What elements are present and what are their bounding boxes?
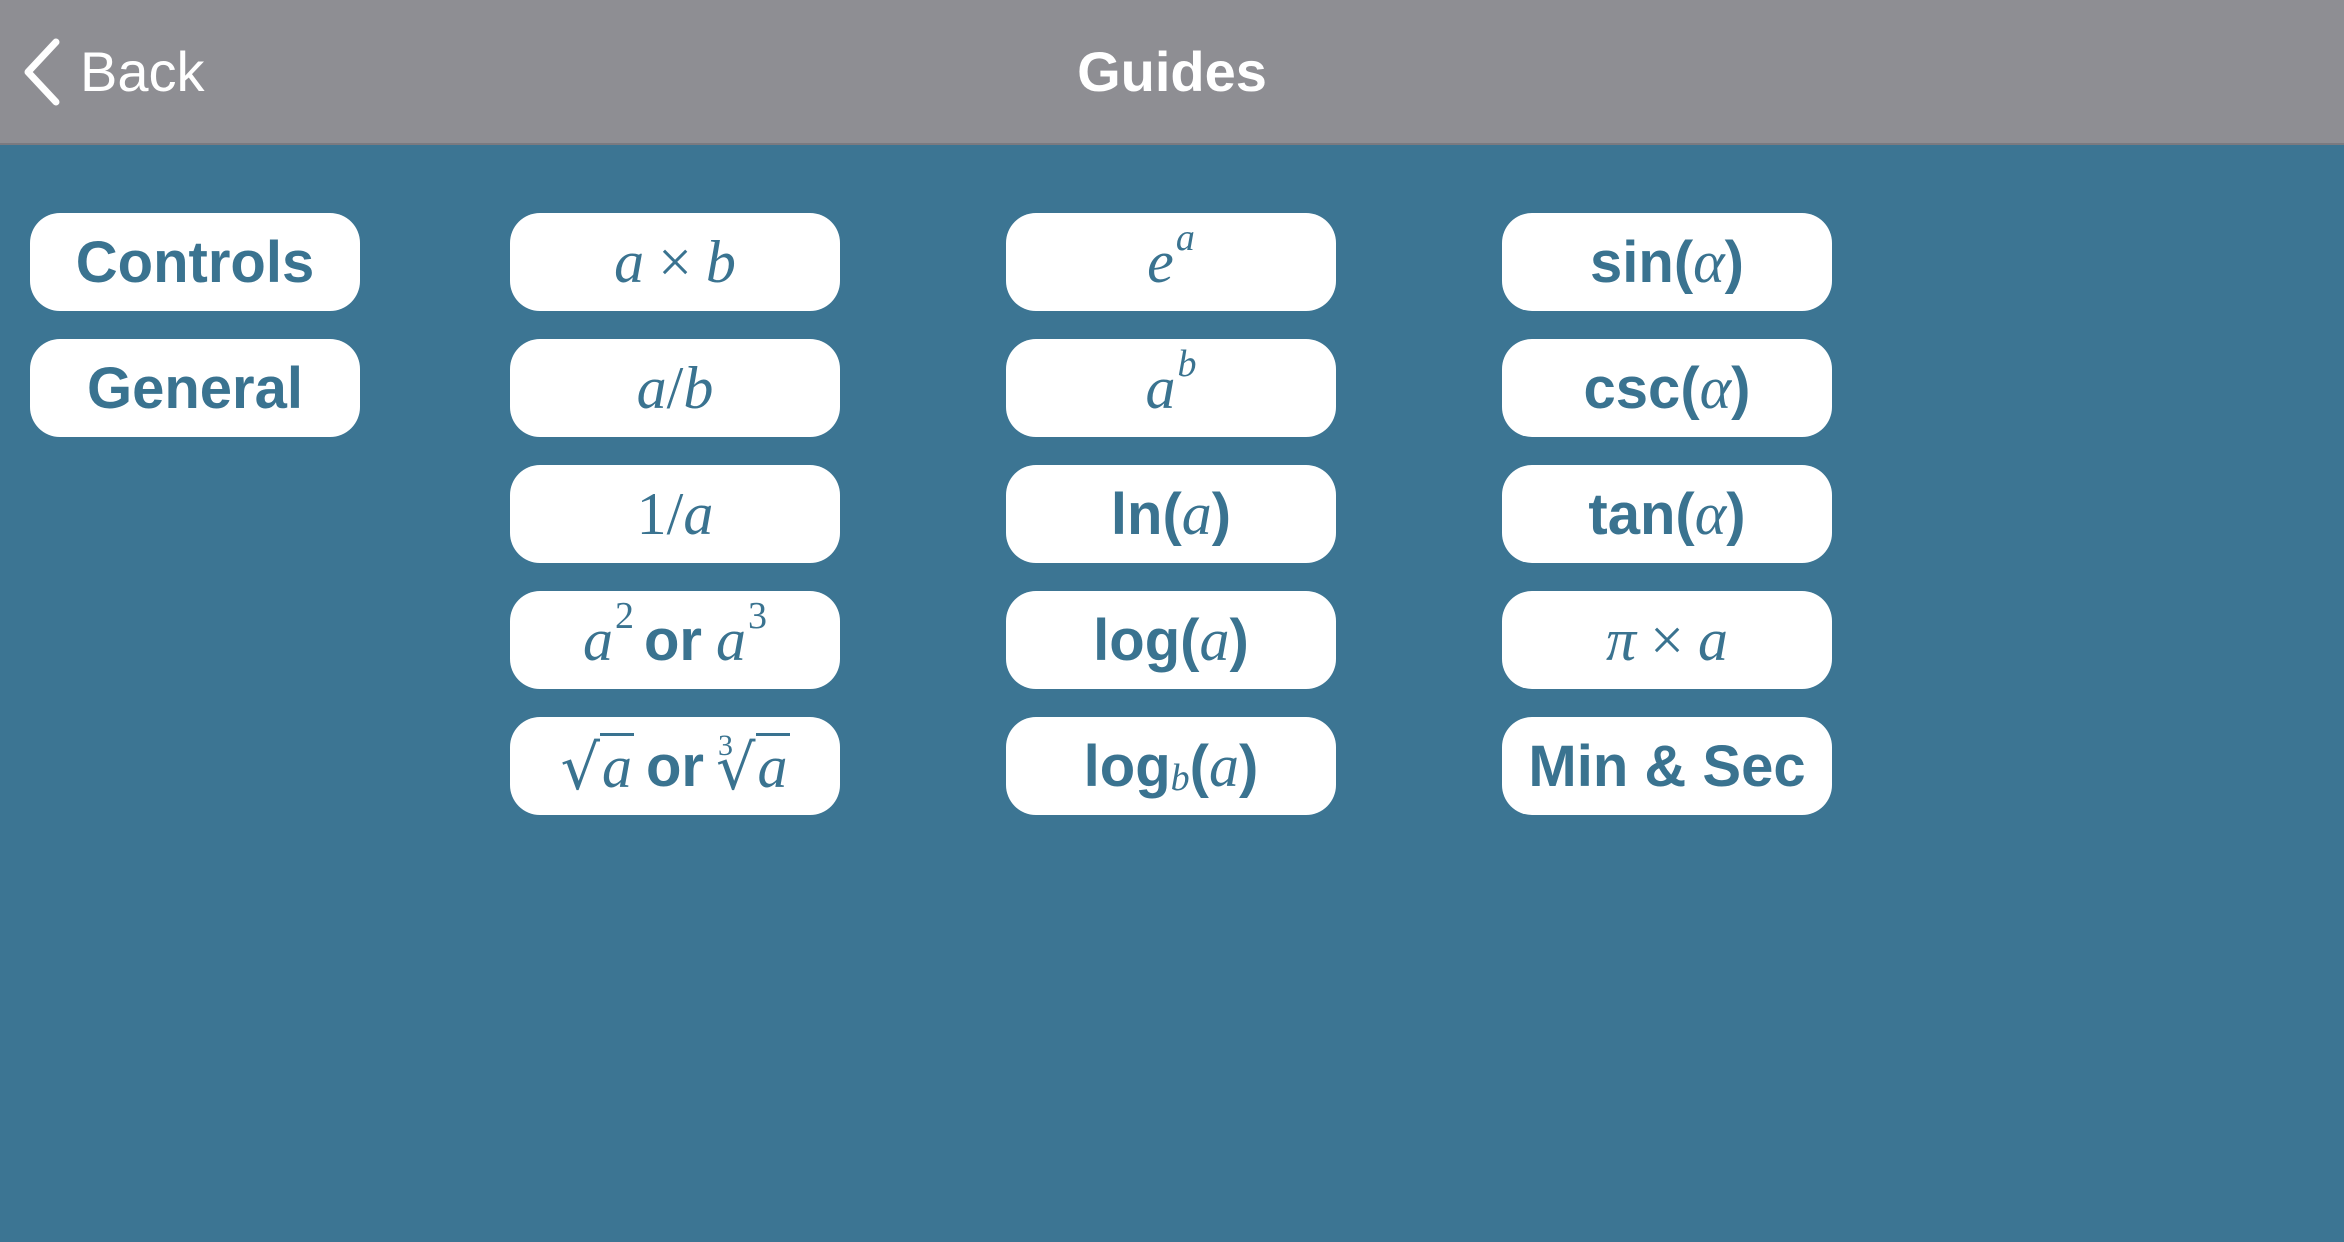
tan-arg: α — [1694, 480, 1727, 547]
pi-symbol: π — [1606, 606, 1637, 673]
page-title: Guides — [1077, 40, 1267, 103]
reciprocal-button[interactable]: 1 / a — [510, 465, 840, 563]
powers-button[interactable]: a 2 or a 3 — [510, 591, 840, 689]
division-button[interactable]: a / b — [510, 339, 840, 437]
min-sec-button[interactable]: Min & Sec — [1502, 717, 1832, 815]
sin-fn: sin — [1590, 229, 1674, 295]
exp-e: e — [1147, 228, 1174, 295]
controls-button[interactable]: Controls — [30, 213, 360, 311]
multiplication-button[interactable]: a × b — [510, 213, 840, 311]
tan-fn: tan — [1588, 481, 1676, 547]
csc-arg: α — [1699, 354, 1732, 421]
div-b: b — [683, 354, 714, 421]
roots-a1: a — [600, 733, 634, 800]
mult-op: × — [658, 228, 692, 295]
exponential-button[interactable]: e a — [1006, 213, 1336, 311]
sin-button[interactable]: sin (α) — [1502, 213, 1832, 311]
chevron-left-icon — [24, 38, 60, 106]
pow-exp: b — [1177, 343, 1197, 385]
div-op: / — [666, 354, 684, 421]
powers-exp2: 3 — [748, 595, 767, 637]
log-arg: a — [1199, 606, 1230, 673]
log-button[interactable]: log (a) — [1006, 591, 1336, 689]
powers-a1: a — [583, 606, 613, 673]
logb-base: b — [1170, 757, 1190, 799]
powers-exp1: 2 — [615, 595, 634, 637]
pow-a: a — [1145, 354, 1176, 421]
ln-button[interactable]: ln (a) — [1006, 465, 1336, 563]
back-label: Back — [80, 40, 205, 103]
recip-a: a — [683, 480, 714, 547]
powers-a2: a — [716, 606, 746, 673]
ln-fn: ln — [1110, 481, 1163, 547]
pi-times-button[interactable]: π × a — [1502, 591, 1832, 689]
log-base-button[interactable]: log b (a) — [1006, 717, 1336, 815]
csc-button[interactable]: csc (α) — [1502, 339, 1832, 437]
powers-or: or — [644, 607, 702, 673]
pi-op: × — [1650, 606, 1684, 673]
pi-a: a — [1697, 606, 1728, 673]
power-button[interactable]: a b — [1006, 339, 1336, 437]
log-fn: log — [1093, 607, 1181, 673]
tan-button[interactable]: tan (α) — [1502, 465, 1832, 563]
mult-b: b — [705, 228, 736, 295]
ln-arg: a — [1181, 480, 1212, 547]
div-a: a — [636, 354, 667, 421]
recip-one: 1 — [636, 480, 667, 547]
navigation-bar: Back Guides — [0, 0, 2344, 145]
sin-arg: α — [1693, 228, 1725, 295]
csc-fn: csc — [1583, 355, 1681, 421]
roots-or: or — [646, 733, 704, 799]
general-label: General — [87, 355, 303, 421]
back-button[interactable]: Back — [22, 30, 205, 114]
recip-op: / — [666, 480, 684, 547]
logb-fn: log — [1083, 733, 1171, 799]
exp-exp: a — [1175, 217, 1195, 259]
roots-idx: 3 — [718, 729, 733, 762]
roots-a2: a — [755, 733, 790, 800]
cube-root: 3 √a — [716, 729, 790, 804]
square-root: √a — [560, 731, 634, 804]
general-button[interactable]: General — [30, 339, 360, 437]
mult-a: a — [614, 228, 645, 295]
roots-button[interactable]: √a or 3 √a — [510, 717, 840, 815]
logb-arg: a — [1208, 732, 1239, 799]
min-sec-label: Min & Sec — [1528, 733, 1806, 799]
controls-label: Controls — [75, 229, 315, 295]
